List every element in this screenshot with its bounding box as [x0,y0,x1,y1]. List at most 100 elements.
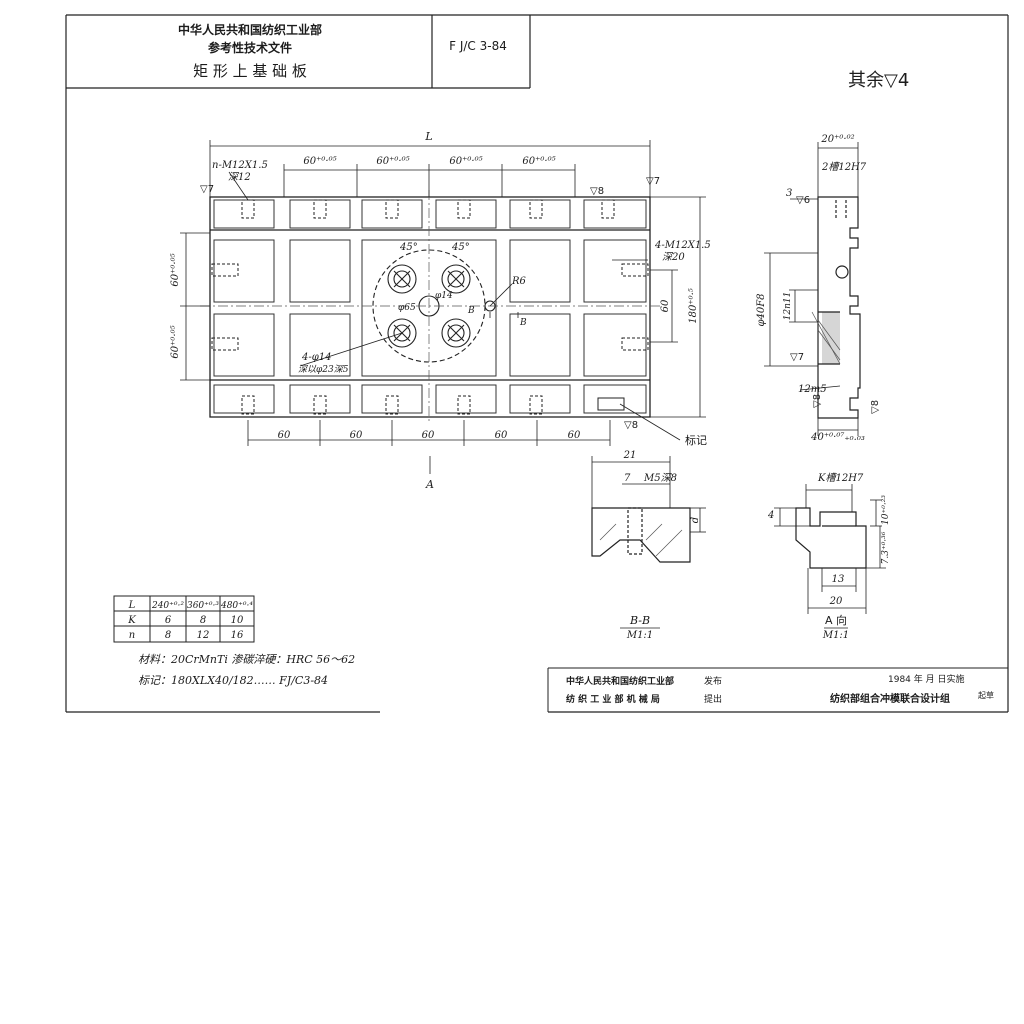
main-view: L 60⁺⁰·⁰⁵ 60⁺⁰·⁰⁵ 60⁺⁰·⁰⁵ 60⁺⁰·⁰⁵ n-M12X… [170,130,711,491]
left-dim-bottom: 60⁺⁰·⁰⁵ [170,325,181,358]
table-cell: 6 [165,615,172,626]
footer-propose-word: 提出 [704,693,722,705]
thread-right-depth: 深20 [662,251,685,263]
surface-finish-note: 其余▽4 [848,70,909,91]
doc-number: F J/C 3-84 [449,39,507,53]
side-dim-12: 12n11 [783,292,793,321]
dim-top-3: 60⁺⁰·⁰⁵ [449,156,482,167]
table-cell: 12 [197,630,210,641]
side-view: 20⁺⁰·⁰² 2槽12H7 3 ▽6 φ40F8 12n11 ▽7 12m5 … [756,134,881,443]
side-dimensions [764,142,859,436]
side-dim-40: 40⁺⁰·⁰⁷₊₀.₀₃ [810,432,865,443]
dim-top-2: 60⁺⁰·⁰⁵ [376,156,409,167]
side-dim-20: 20⁺⁰·⁰² [820,134,854,145]
angle-right: 45° [451,242,470,253]
table-cell: 360⁺⁰·³ [187,601,219,611]
side-dia-label: φ40F8 [756,293,767,326]
footer-date: 1984 年 月 日实施 [888,673,965,685]
title-line2: 参考性技术文件 [208,40,292,55]
dim-bottom-5: 60 [568,430,581,441]
plate-outline [209,196,651,418]
bb-dim-21: 21 [623,450,637,461]
view-arrow-a: A [425,478,434,491]
dim-bottom-4: 60 [495,430,508,441]
sheet-frame [65,14,1009,713]
side-dim-3: 3 [786,188,792,199]
table-cell: 16 [231,630,244,641]
thread-top-note: n-M12X1.5 [212,160,268,171]
pocket-grid [213,199,647,414]
bb-dim-d: d [690,517,701,523]
a-dim-73: 7.3⁺⁰·³⁶ [881,531,891,564]
left-dim-top: 60⁺⁰·⁰⁵ [170,253,181,286]
bb-dim-7: 7 [624,473,631,484]
table-cell: L [128,600,136,611]
table-cells: L 240⁺⁰·² 360⁺⁰·³ 480⁺⁰·⁴ K 6 8 10 n 8 1… [127,600,253,641]
right-dim-180: 180⁺⁰·⁵ [688,288,699,324]
side-finish-6: ▽6 [796,195,810,206]
bb-thread: M5深8 [643,472,677,484]
threaded-holes-top [211,199,649,415]
side-slot-note: 2槽12H7 [821,161,867,173]
side-finish-8b: ▽8 [870,400,881,414]
table-cell: 480⁺⁰·⁴ [220,601,253,611]
a-dim-10: 10⁺⁰·²³ [881,495,891,525]
marking-area [597,397,625,411]
section-mark-b2: B [519,318,527,328]
marking-note: 标记：180XLX40/182…… FJ/C3-84 [138,674,328,687]
dim-bottom-2: 60 [350,430,363,441]
dim-bottom-1: 60 [278,430,291,441]
dim-bottom-3: 60 [422,430,435,441]
right-dim-60: 60 [660,299,671,312]
center-hole-pattern [372,249,496,363]
side-finish-7: ▽7 [790,352,804,363]
title-line3: 矩 形 上 基 础 板 [193,62,307,80]
dim-L: L [424,130,432,143]
table-cell: 10 [231,615,244,626]
dia-small: φ14 [435,291,453,301]
marking-label: 标记 [685,433,707,447]
thread-top-depth: 深12 [228,171,251,183]
main-dimensions [180,140,706,474]
holes-note-2: 深以φ23深5 [298,364,349,375]
title-line1: 中华人民共和国纺织工业部 [178,22,322,37]
material-note: 材料：20CrMnTi 渗碳淬硬：HRC 56～62 [138,653,355,666]
footer-drafter: 纺织部组合冲模联合设计组 [830,692,950,705]
section-mark-b1: B [467,306,475,316]
a-slot-note: K槽12H7 [817,472,864,484]
a-dim-13: 13 [832,574,845,585]
footer-publisher: 中华人民共和国纺织工业部 [566,675,674,687]
a-dim-20: 20 [829,596,843,607]
bb-scale: M1:1 [626,630,653,641]
a-dim-4: 4 [767,510,774,521]
table-cell: 8 [165,630,171,641]
finish-top: ▽8 [590,186,604,197]
footer-proposer: 纺 织 工 业 部 机 械 局 [566,693,660,705]
table-cell: 240⁺⁰·² [151,601,184,611]
table-cell: 8 [200,615,206,626]
dim-top-4: 60⁺⁰·⁰⁵ [522,156,555,167]
size-table [113,595,255,643]
dia-center: φ65 [398,303,416,313]
holes-note: 4-φ14 [301,352,331,363]
dim-top-1: 60⁺⁰·⁰⁵ [303,156,336,167]
radius-label: R6 [511,276,527,287]
bb-caption: B-B [629,614,650,627]
view-a: K槽12H7 4 10⁺⁰·²³ 7.3⁺⁰·³⁶ 13 20 A 向 M1:1 [767,472,891,641]
side-finish-8a: ▽8 [812,394,823,408]
footer-block [547,667,1008,712]
a-caption: A 向 [825,613,847,627]
footer-publish-word: 发布 [704,675,722,687]
angle-left: 45° [399,242,418,253]
a-scale: M1:1 [822,630,849,641]
finish-bottom: ▽8 [624,420,638,431]
table-cell: n [129,630,135,641]
side-dim-12m5: 12m5 [798,384,827,395]
finish-left: ▽7 [200,184,214,195]
finish-right: ▽7 [646,176,660,187]
footer-draft-word: 起草 [978,690,994,700]
table-cell: K [127,615,136,626]
thread-right-note: 4-M12X1.5 [654,240,711,251]
section-bb-view: 21 7 M5深8 d B-B M1:1 [591,450,706,641]
